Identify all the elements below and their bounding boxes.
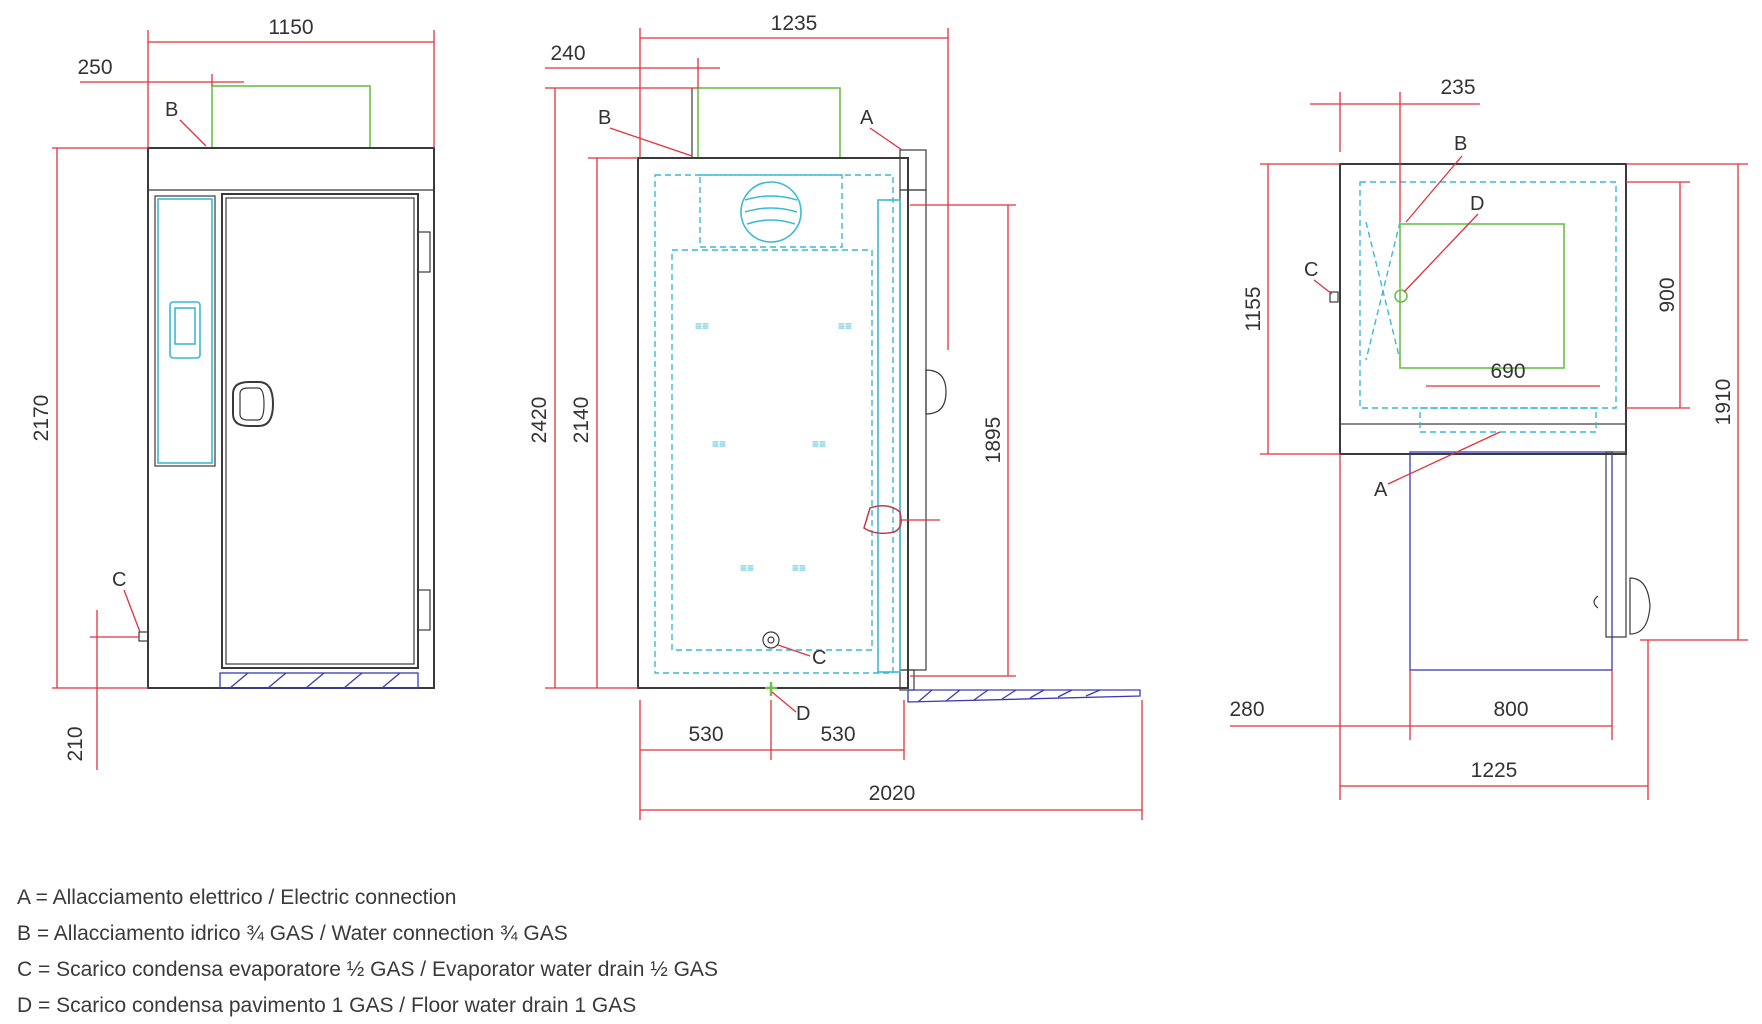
- top-drain-d-icon: [1394, 289, 1408, 303]
- side-handle-icon: [863, 505, 902, 535]
- dim-front-width: 1150: [268, 16, 313, 39]
- side-drain-c-icon: [762, 631, 780, 649]
- hinge-top-icon: [417, 231, 431, 273]
- side-cabinet: [637, 157, 909, 689]
- label-c-side: C: [812, 647, 826, 669]
- svg-text:≡≡: ≡≡: [812, 437, 826, 451]
- dim-front-drain-height: 210: [64, 726, 87, 761]
- label-b-side: B: [598, 107, 611, 129]
- floor-ramp: [907, 689, 1141, 703]
- dim-side-half-left: 530: [688, 723, 723, 746]
- label-d-side: D: [796, 703, 810, 725]
- label-b-top: B: [1454, 133, 1467, 155]
- dim-side-length: 1235: [771, 12, 818, 35]
- hinge-bottom-icon: [417, 589, 431, 631]
- front-cabinet: [147, 147, 435, 689]
- top-drain-c-icon: [1329, 291, 1339, 303]
- dim-front-offset: 250: [77, 56, 112, 79]
- svg-text:≡≡: ≡≡: [712, 437, 726, 451]
- legend: A = Allacciamento elettrico / Electric c…: [17, 880, 718, 1024]
- dim-side-door-height: 1895: [982, 417, 1005, 464]
- svg-text:≡≡: ≡≡: [695, 319, 709, 333]
- door-handle-icon: [232, 381, 275, 427]
- side-view: ≡≡ ≡≡ ≡≡ ≡≡ ≡≡ ≡≡ 1235 240 2420 2140: [528, 12, 1143, 820]
- dim-top-total-width: 1225: [1471, 759, 1518, 782]
- legend-item-c: C = Scarico condensa evaporatore ½ GAS /…: [17, 958, 718, 981]
- dim-side-offset: 240: [550, 42, 585, 65]
- dim-top-depth: 1155: [1242, 286, 1265, 331]
- svg-text:≡≡: ≡≡: [740, 561, 754, 575]
- legend-item-b: B = Allacciamento idrico ¾ GAS / Water c…: [17, 922, 568, 945]
- label-c-front: C: [112, 569, 126, 591]
- label-c-top: C: [1304, 259, 1318, 281]
- front-water-connection-zone: [211, 85, 371, 149]
- control-panel: [157, 198, 213, 464]
- dim-front-height: 2170: [30, 395, 53, 442]
- top-door-swing: [1409, 451, 1613, 671]
- dim-top-inner-depth: 900: [1656, 277, 1679, 312]
- dim-top-offset: 235: [1440, 76, 1475, 99]
- fan-icon: [740, 181, 802, 243]
- label-d-top: D: [1470, 193, 1484, 215]
- svg-text:≡≡: ≡≡: [838, 319, 852, 333]
- trolley-outline: [671, 249, 873, 651]
- dim-top-inner-width: 690: [1490, 360, 1525, 383]
- top-handle-icon: [1629, 577, 1651, 635]
- dim-side-half-right: 530: [820, 723, 855, 746]
- legend-item-d: D = Scarico condensa pavimento 1 GAS / F…: [17, 994, 637, 1017]
- front-view: 1150 250 2170 210 B C: [30, 16, 435, 770]
- touch-display-icon: [169, 301, 201, 359]
- svg-text:≡≡: ≡≡: [792, 561, 806, 575]
- legend-item-a: A = Allacciamento elettrico / Electric c…: [17, 886, 457, 909]
- top-evaporator-outline: [1359, 181, 1617, 409]
- dim-side-cabinet-height: 2140: [570, 397, 593, 444]
- top-view: 235 1155 900 690 1910 280 800 1225 B D C…: [1229, 76, 1748, 800]
- dim-side-total-length: 2020: [869, 782, 916, 805]
- top-connection-zone: [1399, 223, 1565, 369]
- side-water-connection-zone: [697, 87, 841, 159]
- dim-top-door-width: 800: [1493, 698, 1528, 721]
- evaporator-outline: [654, 174, 894, 674]
- label-a-side: A: [860, 107, 874, 129]
- dim-top-door-offset: 280: [1229, 698, 1264, 721]
- dim-side-overall-height: 2420: [528, 397, 551, 444]
- side-door-section: [877, 199, 901, 673]
- front-drain-fitting-icon: [138, 631, 149, 642]
- dim-top-total-depth: 1910: [1712, 379, 1735, 426]
- floor-drain-d-icon: [765, 682, 777, 696]
- front-door: [221, 193, 419, 669]
- label-a-top: A: [1374, 479, 1388, 501]
- label-b-front: B: [165, 99, 178, 121]
